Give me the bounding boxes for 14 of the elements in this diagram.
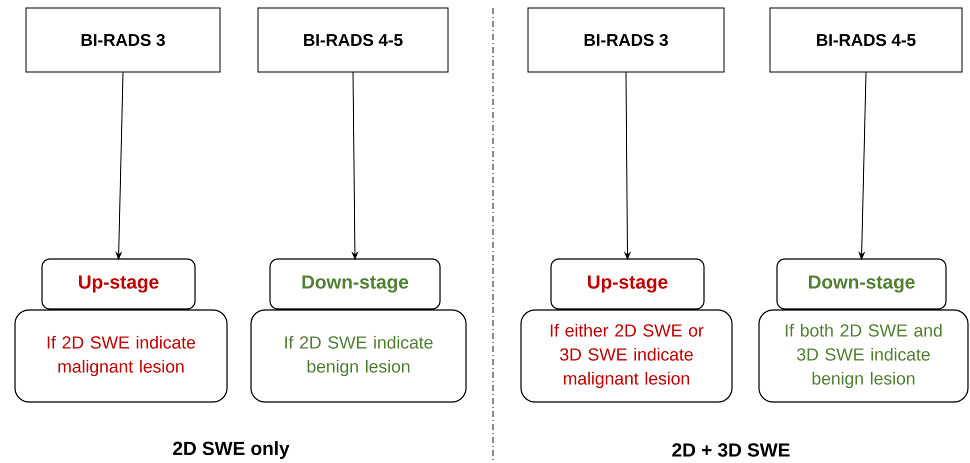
condition-box: If 2D SWE indicate malignant lesion bbox=[14, 309, 228, 403]
category-box: BI-RADS 4-5 bbox=[770, 8, 962, 72]
stage-box: Down-stage bbox=[776, 258, 947, 310]
category-box: BI-RADS 3 bbox=[528, 8, 724, 72]
condition-box: If 2D SWE indicate benign lesion bbox=[250, 309, 467, 403]
condition-box: If either 2D SWE or 3D SWE indicate malignant lesion bbox=[520, 309, 733, 403]
panel-caption: 2D SWE only bbox=[173, 441, 290, 459]
condition-box: If both 2D SWE and 3D SWE indicate benign lesion bbox=[758, 309, 969, 403]
category-box: BI-RADS 4-5 bbox=[258, 8, 448, 72]
panel-caption: 2D + 3D SWE bbox=[672, 443, 790, 457]
stage-box: Down-stage bbox=[269, 258, 441, 310]
stage-box: Up-stage bbox=[550, 258, 705, 310]
category-box: BI-RADS 3 bbox=[26, 8, 220, 72]
stage-box: Up-stage bbox=[41, 258, 196, 310]
